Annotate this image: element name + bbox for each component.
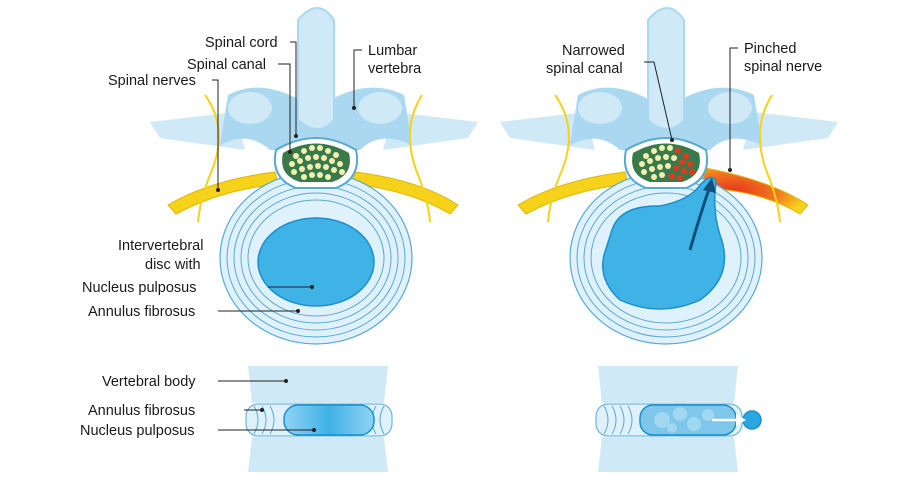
right-nerve-branch-2 xyxy=(759,94,781,223)
label-vertebra: vertebra xyxy=(368,61,422,77)
label-intervertebral: Intervertebral xyxy=(118,238,203,254)
upper-vertebral-body-2 xyxy=(598,366,738,403)
bulge-arrowhead xyxy=(736,414,746,426)
left-nerve-branch-2 xyxy=(547,94,570,223)
herniated-vertebra-top-view xyxy=(500,7,838,345)
left-facet xyxy=(228,92,272,124)
label-narrowed: Narrowed xyxy=(562,43,625,59)
leader-dots xyxy=(216,106,732,432)
lower-vertebral-body-2 xyxy=(598,437,738,472)
label-pinched: Pinched xyxy=(744,41,796,57)
spinous-process xyxy=(297,7,335,130)
label-annulus-fibrosus-top: Annulus fibrosus xyxy=(88,304,195,320)
labels: Spinal cord Spinal canal Spinal nerves L… xyxy=(80,35,822,439)
upper-vertebral-body xyxy=(248,366,388,403)
nucleus-side xyxy=(283,404,375,436)
healthy-vertebra-top-view xyxy=(150,7,478,345)
label-nucleus-pulposus-side: Nucleus pulposus xyxy=(80,423,194,439)
herniated-nucleus xyxy=(602,176,726,310)
herniated-disc-side-view xyxy=(595,366,762,472)
label-disc-with: disc with xyxy=(145,257,201,273)
right-transverse-process-2 xyxy=(743,112,838,150)
herniation-arrow xyxy=(688,185,712,251)
right-nerve-branch xyxy=(409,94,431,223)
label-spinal-nerves: Spinal nerves xyxy=(108,73,196,89)
label-spinal-canal-2: spinal canal xyxy=(546,61,623,77)
nucleus-pulposus xyxy=(257,217,375,307)
healthy-disc-side-view xyxy=(245,366,393,472)
label-spinal-nerve: spinal nerve xyxy=(744,59,822,75)
nucleus-bubbles xyxy=(654,407,714,433)
spinal-cord-fibers-2 xyxy=(639,145,677,180)
herniation-arrowhead xyxy=(703,178,716,193)
label-spinal-cord: Spinal cord xyxy=(205,35,278,51)
label-nucleus-pulposus-top: Nucleus pulposus xyxy=(82,280,196,296)
left-facet-2 xyxy=(578,92,622,124)
right-facet xyxy=(358,92,402,124)
label-vertebral-body: Vertebral body xyxy=(102,374,196,390)
left-nerve-branch xyxy=(197,94,220,223)
inflamed-fibers xyxy=(669,148,695,181)
label-spinal-canal: Spinal canal xyxy=(187,57,266,73)
leader-lines xyxy=(212,41,738,431)
annulus-side-lines-2 xyxy=(603,405,633,435)
spinal-cord-fibers xyxy=(289,145,345,180)
label-annulus-fibrosus-side: Annulus fibrosus xyxy=(88,403,195,419)
lower-vertebral-body xyxy=(248,437,388,472)
label-lumbar: Lumbar xyxy=(368,43,417,59)
spinous-process-2 xyxy=(647,7,685,130)
annulus-side-lines xyxy=(253,405,385,435)
